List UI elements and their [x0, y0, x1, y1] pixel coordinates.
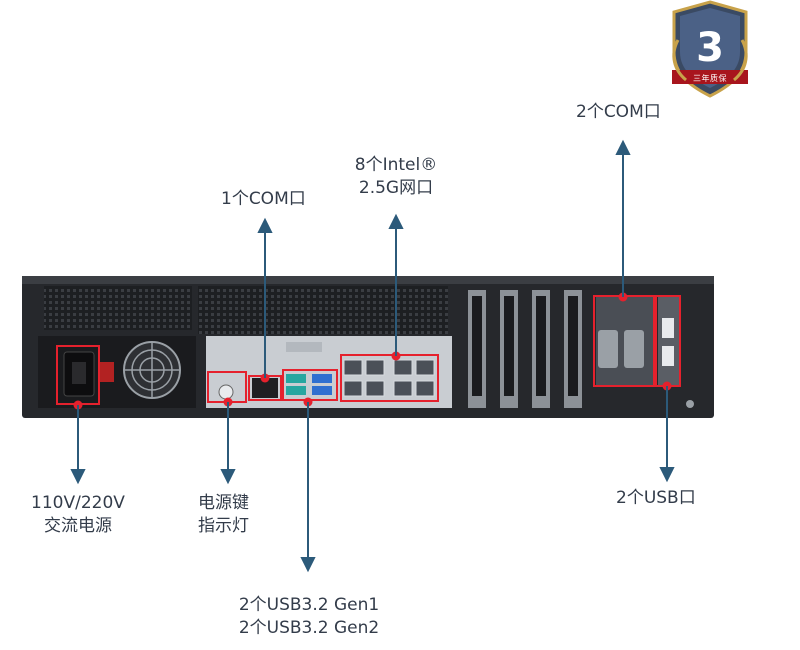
- usb-port-a: [662, 318, 674, 338]
- warranty-badge: 3 三年质保: [668, 0, 752, 100]
- usb32-port-c: [312, 374, 332, 383]
- com-port-1: [252, 378, 278, 398]
- power-switch: [100, 362, 114, 382]
- label-usb32: 2个USB3.2 Gen1 2个USB3.2 Gen2: [238, 595, 380, 638]
- power-button: [218, 384, 234, 400]
- warranty-badge-shape: [672, 0, 748, 98]
- lan-ports: [343, 359, 435, 397]
- label-power: 110V/220V 交流电源: [31, 493, 125, 536]
- com-port-2b: [624, 330, 644, 368]
- warranty-badge-number: 3: [696, 25, 724, 71]
- chassis-top-edge: [22, 276, 714, 284]
- usb-bracket: [658, 296, 680, 386]
- highlight-lan: [340, 354, 439, 402]
- arrows: [70, 139, 675, 573]
- label-intel-lan: 8个Intel® 2.5G网口: [354, 155, 438, 198]
- usb32-port-d: [312, 386, 332, 395]
- usb32-port-a: [286, 374, 306, 383]
- warranty-badge-text: 三年质保: [693, 74, 727, 83]
- label-usb: 2个USB口: [616, 488, 696, 508]
- com-port-2a: [598, 330, 618, 368]
- usb32-port-b: [286, 386, 306, 395]
- label-power-key: 电源键 指示灯: [198, 493, 249, 536]
- label-com-2: 2个COM口: [576, 102, 661, 122]
- label-com-1: 1个COM口: [221, 189, 306, 209]
- vent-left: [44, 286, 192, 330]
- usb-port-b: [662, 346, 674, 366]
- vent-middle: [198, 286, 448, 334]
